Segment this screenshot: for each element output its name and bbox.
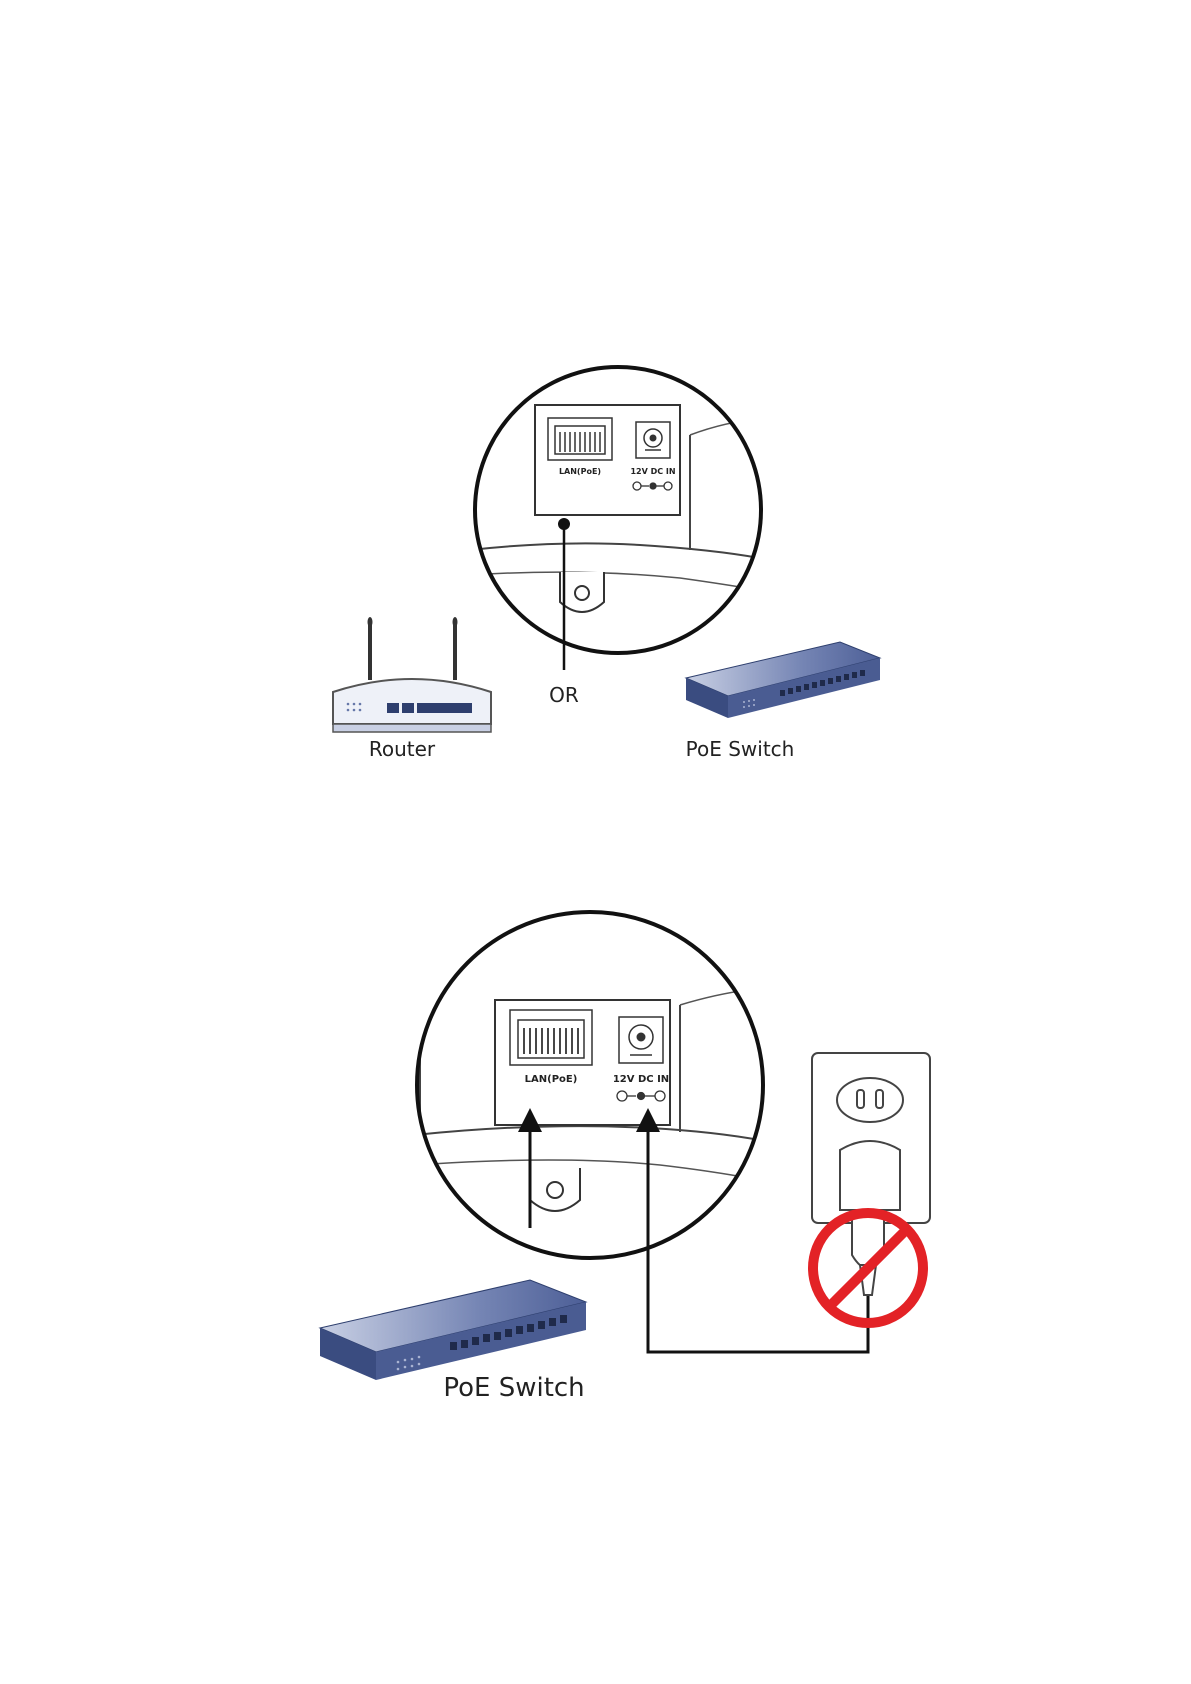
diagram-2: LAN(PoE) 12V DC IN <box>0 910 1191 1430</box>
poe-switch-icon <box>320 1280 586 1380</box>
figure-poe-no-adapter: LAN(PoE) 12V DC IN <box>0 910 1191 1430</box>
poe-switch-icon <box>686 642 880 718</box>
poe-switch-label: PoE Switch <box>443 1373 584 1403</box>
polarity-symbol <box>617 1091 665 1101</box>
lan-port-label: LAN(PoE) <box>559 467 601 476</box>
device-zoom-circle: LAN(PoE) 12V DC IN <box>410 910 868 1352</box>
router-label: Router <box>369 737 436 761</box>
figure-router-or-switch: LAN(PoE) 12V DC IN OR <box>0 340 1191 780</box>
dc-port-label: 12V DC IN <box>613 1074 669 1085</box>
device-zoom-circle: LAN(PoE) 12V DC IN <box>470 360 770 670</box>
lan-port-label: LAN(PoE) <box>525 1074 578 1085</box>
router-icon <box>333 617 491 732</box>
dc-jack-icon <box>636 422 670 458</box>
dc-port-label: 12V DC IN <box>630 467 675 476</box>
dc-jack-icon <box>619 1017 663 1063</box>
or-label: OR <box>549 683 579 707</box>
screw-hole-icon <box>575 586 589 600</box>
poe-switch-label: PoE Switch <box>686 737 795 761</box>
screw-hole-icon <box>547 1182 563 1198</box>
lan-port-icon <box>510 1010 592 1065</box>
lan-port-icon <box>548 418 612 460</box>
polarity-symbol <box>633 482 672 490</box>
diagram-1: LAN(PoE) 12V DC IN OR <box>0 340 1191 780</box>
